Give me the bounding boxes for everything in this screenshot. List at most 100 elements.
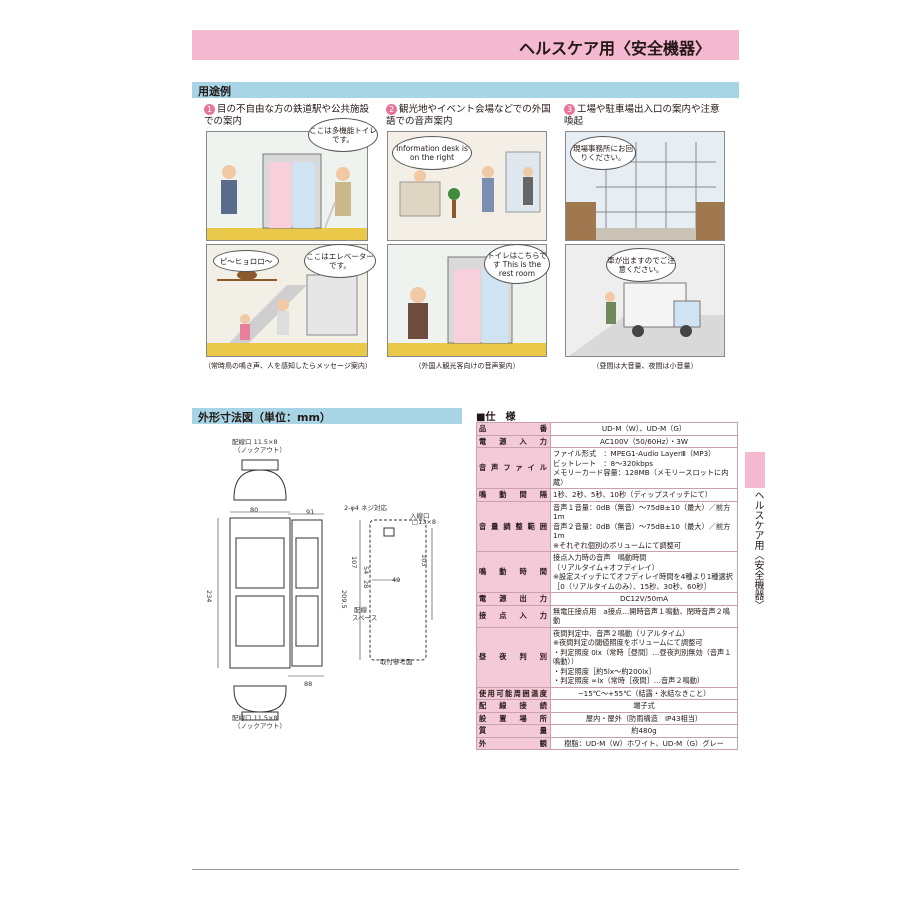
spec-value-line: DC12V/50mA: [619, 594, 669, 603]
page-title-bar: ヘルスケア用〈安全機器〉: [192, 30, 739, 60]
spec-row: 音声ファイルファイル形式 ：MPEG1-Audio LayerⅢ（MP3）ビット…: [476, 447, 738, 489]
spec-value-line: UD-M（W）、UD-M（G）: [601, 424, 687, 433]
spec-row: 品番 UD-M（W）、UD-M（G）: [476, 422, 738, 436]
spec-value-line: ・判定照度 ∞lx（常時［夜間］…音声２鳴動）: [553, 676, 705, 685]
spec-key: 音声ファイル: [476, 447, 551, 489]
spec-row: 使用可能周囲温度 −15℃〜+55℃（結露・氷結なきこと）: [476, 686, 738, 700]
wiring-port-top-label: 配線口 11.5×8: [232, 438, 278, 446]
wiring-port-bottom-label: 配線口 11.5×8: [232, 714, 278, 722]
bubble-text: ここは多機能トイレです。: [309, 126, 377, 144]
use-case-1-speech-bubble-top: ここは多機能トイレです。: [308, 118, 378, 152]
spec-value: DC12V/50mA: [550, 592, 738, 606]
use-case-3-caption: （昼間は大音量、夜間は小音量）: [592, 362, 698, 370]
spec-key: 鳴動時間: [476, 551, 551, 593]
construction-site-illustration: [566, 142, 724, 240]
side-tab-label: ヘルスケア用〈安全機器〉: [752, 490, 763, 610]
spec-value-line: 端子式: [633, 701, 655, 710]
spec-row: 接点入力無電圧接点用 a接点…開時音声１鳴動、閉時音声２鳴動: [476, 604, 738, 628]
spec-title: ■仕 様: [476, 412, 516, 423]
dim-91: 91: [306, 508, 315, 516]
spec-value-line: ※夜間判定の閾値照度をボリュームにて調整可: [553, 638, 703, 647]
screw-label: 2-φ4 ネジ対応: [344, 504, 387, 512]
spec-key: 配線接続: [476, 699, 551, 713]
bubble-text: ピ〜ヒョロロ〜: [219, 256, 273, 266]
spec-key: 電源出力: [476, 592, 551, 606]
footer-divider: [192, 869, 739, 870]
spec-key: 品番: [476, 422, 551, 436]
bubble-text: 現場事務所にお回りください。: [573, 144, 633, 162]
spec-value: 樹脂：UD-M（W）ホワイト、UD-M（G）グレー: [550, 736, 738, 750]
wiring-space-label-2: スペース: [352, 614, 378, 622]
use-case-2-speech-bubble-bottom: トイレはこちらです This is the rest room: [484, 244, 550, 284]
spec-row: 配線接続 端子式: [476, 699, 738, 713]
spec-value-line: ・判定照度［約5lx〜約200lx］: [553, 666, 656, 676]
use-case-1-number: 1: [204, 104, 215, 115]
dim-234: 234: [205, 590, 213, 603]
spec-value: AC100V（50/60Hz）・3W: [550, 434, 738, 448]
bubble-text: Information desk is on the right: [396, 144, 468, 162]
spec-value: 屋内・屋外（防雨構造 IP43相当）: [550, 711, 738, 725]
spec-key: 昼夜判別: [476, 626, 551, 688]
spec-value-line: −15℃〜+55℃（結露・氷結なきこと）: [577, 688, 711, 698]
bubble-text: 車が出ますのでご注意ください。: [607, 256, 675, 274]
use-case-2-number: 2: [386, 104, 397, 115]
spec-key: 使用可能周囲温度: [476, 686, 551, 700]
use-case-3-number: 3: [564, 104, 575, 115]
spec-value: UD-M（W）、UD-M（G）: [550, 422, 738, 436]
page-title: ヘルスケア用〈安全機器〉: [518, 39, 711, 58]
use-case-2-speech-bubble-top: Information desk is on the right: [392, 136, 472, 170]
spec-key: 質量: [476, 724, 551, 738]
use-case-1-caption: （常時鳥の鳴き声、人を感知したらメッセージ案内）: [204, 362, 372, 370]
spec-key: 外観: [476, 736, 551, 750]
spec-value-line: 無電圧接点用 a接点…開時音声１鳴動、閉時音声２鳴動: [553, 606, 730, 626]
spec-key: 電源入力: [476, 434, 551, 448]
use-case-1-elevator-bubble: ここはエレベーターです。: [304, 244, 376, 278]
spec-value: 約480g: [550, 724, 738, 738]
dim-54: 54: [362, 566, 370, 575]
dim-209-5: 209.5: [340, 590, 348, 609]
spec-value-line: （リアルタイム+オフディレイ）: [553, 562, 659, 572]
dimension-drawing-svg: [217, 459, 433, 721]
spec-value-line: 夜間判定中、音声２鳴動（リアルタイム）: [553, 628, 690, 638]
spec-value-line: ビットレート ：8〜320kbps: [553, 458, 654, 468]
spec-value-line: ファイル形式 ：MPEG1-Audio LayerⅢ（MP3）: [553, 449, 716, 458]
spec-value-line: ［0（リアルタイムのみ）、15秒、30秒、60秒］: [553, 581, 711, 591]
knockout-top-label: （ノックアウト）: [234, 446, 286, 454]
spec-value-line: AC100V（50/60Hz）・3W: [600, 436, 688, 446]
spec-value: 端子式: [550, 699, 738, 713]
spec-row: 電源出力 DC12V/50mA: [476, 592, 738, 606]
station-toilet-illustration: [207, 153, 367, 240]
spec-row: 鳴動時間接点入力時の音声 鳴動時間（リアルタイム+オフディレイ）※設定スイッチに…: [476, 551, 738, 593]
spec-row: 質量約480g: [476, 724, 738, 738]
use-case-1-top-illustration: [206, 131, 368, 241]
spec-value-line: 接点入力時の音声 鳴動時間: [553, 553, 647, 562]
dimension-diagram-header: 外形寸法図（単位：mm）: [192, 408, 462, 424]
mounting-reference-label: 取付参考図: [380, 658, 413, 666]
entry-label: 入線口: [410, 512, 430, 520]
escalator-elevator-illustration: [207, 270, 367, 356]
spec-value-line: 樹脂：UD-M（W）ホワイト、UD-M（G）グレー: [564, 738, 724, 748]
spec-value-line: 音声２音量：0dB（無音）〜75dB±10（最大）／前方1m: [553, 521, 731, 541]
dimension-diagram-title: 外形寸法図（単位：mm）: [198, 411, 331, 424]
spec-value: 無電圧接点用 a接点…開時音声１鳴動、閉時音声２鳴動: [550, 604, 738, 628]
spec-value-line: ※設定スイッチにてオフディレイ時間を4種より1種選択: [553, 572, 733, 581]
use-case-2-text: 観光地やイベント会場などでの外国語での音声案内: [386, 104, 551, 127]
spec-value: ファイル形式 ：MPEG1-Audio LayerⅢ（MP3）ビットレート ：8…: [550, 447, 738, 489]
parking-exit-illustration: [568, 282, 724, 356]
spec-value-line: ・判定照度 0lx（常時［昼間］…昼夜判別無効（音声１鳴動））: [553, 647, 732, 667]
spec-value: −15℃〜+55℃（結露・氷結なきこと）: [550, 686, 738, 700]
spec-row: 設置場所屋内・屋外（防雨構造 IP43相当）: [476, 711, 738, 725]
spec-value-line: 屋内・屋外（防雨構造 IP43相当）: [585, 713, 703, 723]
spec-key: 接点入力: [476, 604, 551, 628]
dim-80: 80: [250, 506, 259, 514]
use-cases-title: 用途例: [198, 85, 231, 98]
knockout-bottom-label: （ノックアウト）: [234, 722, 286, 730]
spec-value: 接点入力時の音声 鳴動時間（リアルタイム+オフディレイ）※設定スイッチにてオフデ…: [550, 551, 738, 593]
spec-value: 1秒、2秒、5秒、10秒（ディップスイッチにて）: [550, 488, 738, 502]
